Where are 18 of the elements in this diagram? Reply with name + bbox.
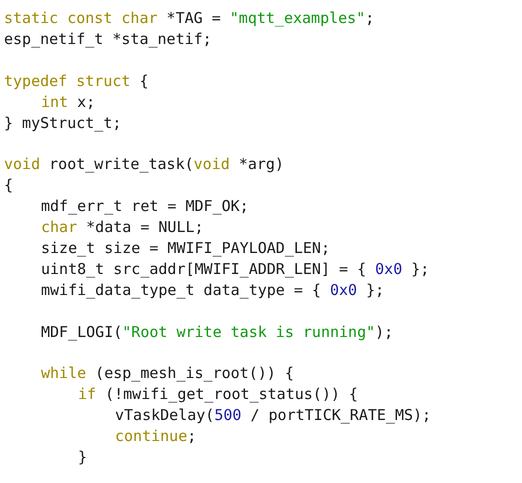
code-line: char *data = NULL; xyxy=(41,217,204,237)
code-line: } myStruct_t; xyxy=(4,112,122,132)
code-line: int x; xyxy=(41,92,96,112)
code-line: void root_write_task(void *arg) xyxy=(4,154,284,174)
code-line: if (!mwifi_get_root_status()) { xyxy=(78,384,358,404)
code-line: size_t size = MWIFI_PAYLOAD_LEN; xyxy=(41,238,330,258)
code-line: vTaskDelay(500 / portTICK_RATE_MS); xyxy=(115,405,432,426)
code-line: uint8_t src_addr[MWIFI_ADDR_LEN] = { 0x0 }; xyxy=(41,258,430,279)
code-line: static const char *TAG = "mqtt_examples"; xyxy=(4,8,374,28)
code-line: while (esp_mesh_is_root()) { xyxy=(41,363,294,384)
code-line: esp_netif_t *sta_netif; xyxy=(4,28,212,49)
code-line: } xyxy=(78,446,88,467)
code-line: typedef struct { xyxy=(4,70,148,91)
code-line: MDF_LOGI("Root write task is running"); xyxy=(41,322,394,342)
code-line: { xyxy=(4,175,14,196)
code-line: mdf_err_t ret = MDF_OK; xyxy=(41,196,249,216)
code-line: mwifi_data_type_t data_type = { 0x0 }; xyxy=(41,280,384,300)
code-line: continue; xyxy=(115,426,196,446)
